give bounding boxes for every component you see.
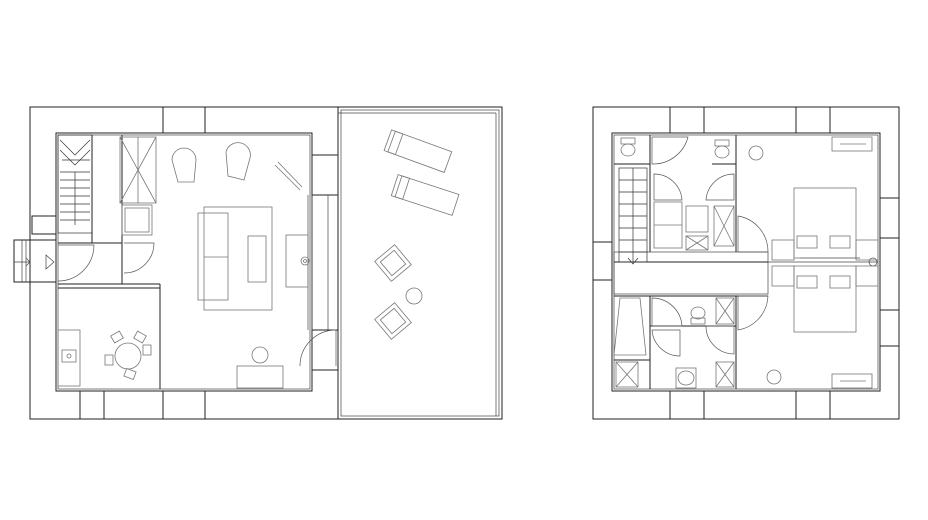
- upper-bathrooms-top: [614, 135, 769, 253]
- living-room: [171, 142, 337, 389]
- bedroom-top: [748, 136, 879, 261]
- ground-floor-plan: [13, 106, 503, 420]
- ground-wardrobes: [119, 136, 157, 236]
- kitchen-area: [57, 329, 152, 387]
- entrance: [13, 215, 95, 283]
- terrace-chairs: [374, 244, 423, 340]
- upper-stair: [618, 167, 648, 265]
- armchairs: [171, 142, 303, 191]
- terrace: [337, 106, 503, 420]
- ground-partitions: [58, 135, 161, 389]
- upper-bathrooms-bottom: [613, 295, 769, 389]
- upper-floor-walls: [592, 106, 900, 420]
- upper-floor-plan: [592, 106, 900, 420]
- bedroom-bottom: [766, 265, 879, 389]
- upper-corridor: [613, 251, 878, 297]
- ground-stair: [57, 134, 93, 243]
- ground-floor-walls: [29, 106, 339, 420]
- sun-loungers: [383, 129, 460, 216]
- dining-table-with-chairs: [104, 330, 152, 380]
